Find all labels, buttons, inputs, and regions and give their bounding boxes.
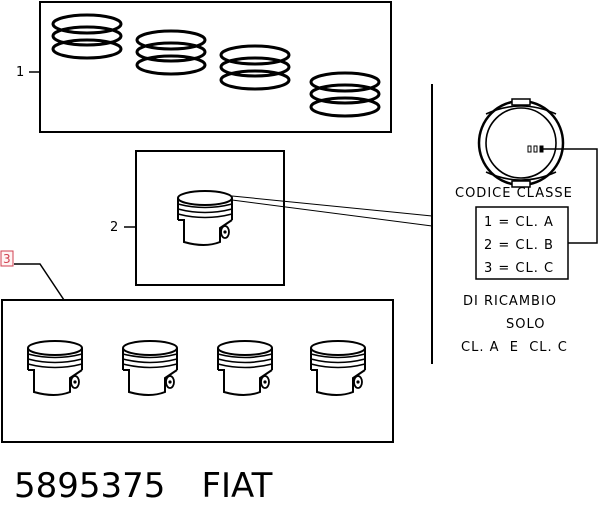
piston-2 [122, 340, 178, 396]
class-code-entry-a: 1 = CL. A [484, 215, 554, 230]
footer: 5895375 FIAT [14, 466, 272, 506]
callout-2: 2 [110, 220, 118, 235]
spare-note-line-2: SOLO [506, 317, 546, 332]
ring-set-3 [219, 44, 291, 91]
single-piston-panel [135, 150, 285, 286]
spare-note-line-1: DI RICAMBIO [463, 294, 557, 309]
piston-1 [27, 340, 83, 396]
piston-set-panel [1, 299, 394, 443]
leader-line-3 [14, 263, 65, 301]
marking-leader [543, 148, 598, 244]
class-code-entry-c: 3 = CL. C [484, 261, 554, 276]
piston-leader-upper [231, 195, 433, 217]
callout-3[interactable]: 3 [3, 252, 11, 266]
callout-1: 1 [16, 65, 24, 80]
piston-4 [310, 340, 366, 396]
piston-leader-lower [231, 199, 433, 227]
class-code-title: CODICE CLASSE [455, 186, 573, 201]
part-number: 5895375 [14, 466, 166, 506]
ring-set-4 [309, 71, 381, 118]
brand-name: FIAT [201, 466, 273, 506]
piston-3 [217, 340, 273, 396]
ring-set-1 [51, 13, 123, 60]
piston-single [177, 190, 233, 246]
class-code-entry-b: 2 = CL. B [484, 238, 554, 253]
piston-top-view [477, 98, 565, 188]
ring-set-panel [39, 1, 392, 133]
spare-note-line-3: CL. A E CL. C [461, 340, 568, 355]
callout-3-box[interactable] [0, 250, 14, 267]
ring-set-2 [135, 29, 207, 76]
